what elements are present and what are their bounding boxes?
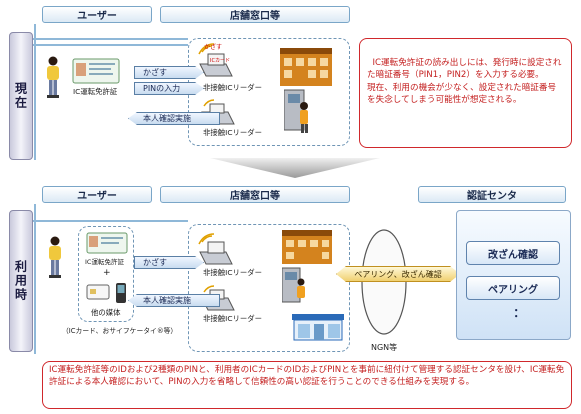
arrow-hold-top: かざす <box>134 66 204 79</box>
reader-label-bottom-1: 非接触ICリーダー <box>203 268 263 277</box>
side-label-usage-text: 利用時 <box>13 260 28 302</box>
store-building-icon <box>280 48 332 86</box>
ca-item-tamper-check: 改ざん確認 <box>466 241 560 265</box>
pairing-arrow: ペアリング、改ざん確認 <box>336 266 460 282</box>
mobile-phone-icon <box>116 283 126 303</box>
note-usage-text: IC運転免許証等のIDおよび2種類のPINと、利用者のICカードのIDおよびPI… <box>49 365 565 387</box>
ngn-label: NGN等 <box>371 343 398 352</box>
reader-label-top-1: 非接触ICリーダー <box>203 83 263 92</box>
license-card-icon <box>72 58 120 84</box>
side-label-current: 現在 <box>9 32 33 160</box>
connector-line <box>34 204 36 354</box>
header-store-top: 店舗窓口等 <box>160 6 350 23</box>
header-store-bottom-label: 店舗窓口等 <box>230 191 280 202</box>
header-ca-bottom: 認証センタ <box>418 186 566 203</box>
store-building-icon <box>282 230 332 264</box>
nfc-reader-icon: ICカード <box>198 43 233 77</box>
user-figure-icon <box>49 236 61 278</box>
header-user-top: ユーザー <box>42 6 152 23</box>
arrow-hold-bottom-label: かざす <box>143 258 167 267</box>
header-ca-bottom-label: 認証センタ <box>467 191 517 202</box>
reader-badge-top: かざす <box>204 44 223 51</box>
arrow-verify-top-label: 本人確認実施 <box>143 114 191 123</box>
connector-line <box>34 24 36 160</box>
ic-card-icon <box>86 284 110 300</box>
convenience-store-icon <box>292 314 344 341</box>
header-user-top-label: ユーザー <box>77 11 117 22</box>
arrow-hold-bottom: かざす <box>134 256 204 269</box>
side-label-current-text: 現在 <box>13 82 28 110</box>
note-current: IC運転免許証の読み出しには、発行時に設定された暗証番号（PIN1，PIN2）を… <box>359 38 572 148</box>
atm-clerk-icon <box>284 89 308 133</box>
media-note-label: （ICカード、おサイフケータイ®等） <box>62 327 178 335</box>
arrow-pin-top-label: PINの入力 <box>143 84 181 93</box>
note-current-text: IC運転免許証の読み出しには、発行時に設定された暗証番号（PIN1，PIN2）を… <box>367 57 562 106</box>
connector-line <box>33 44 188 46</box>
connector-line <box>33 220 188 222</box>
arrow-verify-bottom-label: 本人確認実施 <box>143 296 191 305</box>
reader-label-top-2: 非接触ICリーダー <box>203 128 263 137</box>
header-store-top-label: 店舗窓口等 <box>230 11 280 22</box>
atm-clerk-icon <box>282 267 305 303</box>
header-store-bottom: 店舗窓口等 <box>160 186 350 203</box>
nfc-reader-icon <box>198 233 233 265</box>
header-user-bottom: ユーザー <box>42 186 152 203</box>
arrow-hold-top-label: かざす <box>143 68 167 77</box>
arrow-verify-top: 本人確認実施 <box>128 112 220 125</box>
ca-item-pairing-label: ペアリング <box>488 284 538 296</box>
user-figure-icon <box>47 56 59 98</box>
svg-text:ICカード: ICカード <box>210 58 230 64</box>
reader-label-bottom-2: 非接触ICリーダー <box>203 314 263 323</box>
license-label-bottom: IC運転免許証 <box>85 258 124 266</box>
ca-item-pairing: ペアリング <box>466 276 560 300</box>
other-media-label: 他の媒体 <box>91 308 121 317</box>
side-label-usage: 利用時 <box>9 210 33 352</box>
ngn-cloud-icon <box>361 229 407 335</box>
arrow-pin-top: PINの入力 <box>134 82 204 95</box>
connector-line <box>33 38 188 40</box>
transition-arrow-icon <box>210 158 380 178</box>
arrow-verify-bottom: 本人確認実施 <box>128 294 220 307</box>
ca-more-ellipsis: ： <box>505 308 522 320</box>
ca-item-tamper-check-label: 改ざん確認 <box>488 249 538 261</box>
ca-panel <box>456 210 571 340</box>
plus-sign: + <box>103 268 111 278</box>
license-label-top: IC運転免許証 <box>73 87 118 96</box>
header-user-bottom-label: ユーザー <box>77 191 117 202</box>
note-usage: IC運転免許証等のIDおよび2種類のPINと、利用者のICカードのIDおよびPI… <box>42 361 572 409</box>
license-card-icon <box>86 232 128 254</box>
pairing-arrow-label: ペアリング、改ざん確認 <box>354 269 442 279</box>
ca-more-ellipsis-text: ： <box>506 308 520 320</box>
